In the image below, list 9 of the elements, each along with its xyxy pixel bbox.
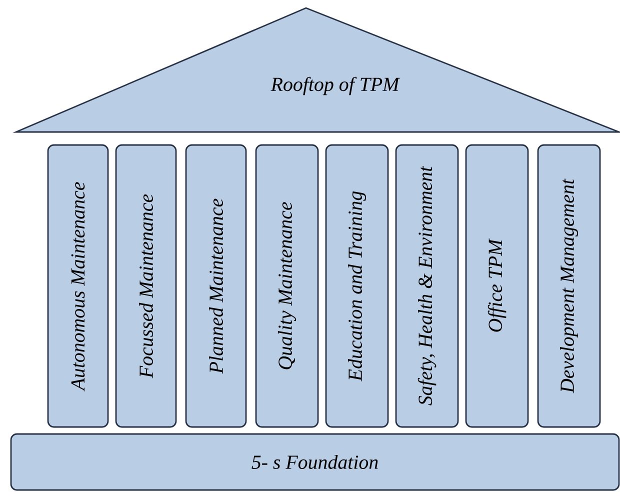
pillar-box: Development Management <box>537 144 601 428</box>
pillar-box: Planned Maintenance <box>185 144 247 428</box>
foundation-box: 5- s Foundation <box>10 433 620 491</box>
pillar-box: Autonomous Maintenance <box>47 144 109 428</box>
pillar-box: Quality Maintenance <box>255 144 319 428</box>
pillar-box: Safety, Health & Environment <box>395 144 459 428</box>
pillar-box: Education and Training <box>325 144 389 428</box>
pillar-box: Office TPM <box>465 144 529 428</box>
pillar-box: Focussed Maintenance <box>115 144 177 428</box>
